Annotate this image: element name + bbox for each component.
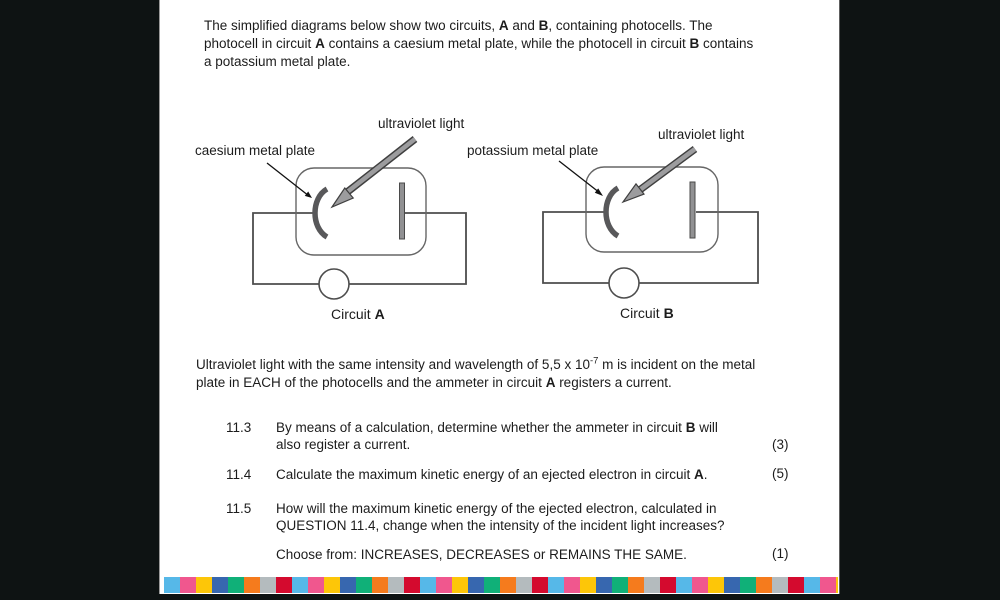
footer-color-segment <box>804 577 820 593</box>
footer-color-segment <box>244 577 260 593</box>
footer-color-segment <box>580 577 596 593</box>
footer-color-segment <box>180 577 196 593</box>
footer-color-segment <box>788 577 804 593</box>
circuit-b-uv-label: ultraviolet light <box>658 127 745 142</box>
footer-color-segment <box>436 577 452 593</box>
footer-color-segment <box>836 577 838 593</box>
footer-color-segment <box>612 577 628 593</box>
circuit-b-plate-label: potassium metal plate <box>467 143 599 158</box>
footer-color-segment <box>308 577 324 593</box>
circuit-b-ammeter <box>608 267 640 299</box>
footer-color-segment <box>292 577 308 593</box>
footer-color-segment <box>820 577 836 593</box>
footer-color-segment <box>260 577 276 593</box>
footer-color-segment <box>452 577 468 593</box>
circuit-a-label-arrow <box>266 162 312 198</box>
circuit-b-caption: Circuit B <box>620 305 674 321</box>
choose-from-line: Choose from: INCREASES, DECREASES or REM… <box>276 547 687 562</box>
question-11-4-text: Calculate the maximum kinetic energy of … <box>276 467 708 482</box>
circuit-a-drawing <box>252 136 467 300</box>
circuit-b-cathode-plate <box>603 185 620 239</box>
question-11-4-number: 11.4 <box>226 467 252 482</box>
footer-color-segment <box>756 577 772 593</box>
footer-color-segment <box>324 577 340 593</box>
footer-color-segment <box>596 577 612 593</box>
footer-color-segment <box>516 577 532 593</box>
footer-color-segment <box>468 577 484 593</box>
footer-color-segment <box>356 577 372 593</box>
footer-color-segment <box>228 577 244 593</box>
question-11-4-marks: (5) <box>772 466 789 481</box>
choose-from-marks: (1) <box>772 546 789 561</box>
circuit-b-label-arrow <box>558 160 603 196</box>
question-11-5-number: 11.5 <box>226 501 252 516</box>
circuit-b-uv-arrow <box>621 145 698 204</box>
footer-color-segment <box>628 577 644 593</box>
circuit-a-uv-arrow <box>330 136 418 209</box>
footer-color-segment <box>212 577 228 593</box>
footer-color-bar <box>164 577 838 593</box>
circuit-a-wires <box>252 212 467 285</box>
footer-color-segment <box>660 577 676 593</box>
circuit-b-anode-plate <box>689 181 696 239</box>
circuit-a-photocell-tube <box>295 167 427 256</box>
footer-color-segment <box>676 577 692 593</box>
footer-color-segment <box>644 577 660 593</box>
footer-color-segment <box>484 577 500 593</box>
uv-paragraph: Ultraviolet light with the same intensit… <box>196 355 756 390</box>
footer-color-segment <box>372 577 388 593</box>
circuit-a-plate-label: caesium metal plate <box>195 143 316 158</box>
footer-color-segment <box>724 577 740 593</box>
footer-color-segment <box>388 577 404 593</box>
question-11-3-text: By means of a calculation, determine whe… <box>276 420 718 452</box>
footer-color-segment <box>276 577 292 593</box>
circuit-b-wires <box>542 211 759 284</box>
circuit-a-anode-plate <box>399 182 405 240</box>
footer-color-segment <box>548 577 564 593</box>
question-11-3-number: 11.3 <box>226 420 252 435</box>
intro-paragraph: The simplified diagrams below show two c… <box>204 18 754 69</box>
footer-color-segment <box>196 577 212 593</box>
footer-color-segment <box>772 577 788 593</box>
circuit-a-ammeter <box>318 268 350 300</box>
document-page: The simplified diagrams below show two c… <box>159 0 840 594</box>
footer-color-segment <box>564 577 580 593</box>
footer-color-segment <box>500 577 516 593</box>
footer-color-segment <box>340 577 356 593</box>
circuit-a-cathode-plate <box>312 186 329 240</box>
footer-color-segment <box>420 577 436 593</box>
question-11-5-text: How will the maximum kinetic energy of t… <box>276 501 725 533</box>
circuit-a-caption: Circuit A <box>331 306 385 322</box>
footer-color-segment <box>708 577 724 593</box>
footer-color-segment <box>692 577 708 593</box>
footer-color-segment <box>404 577 420 593</box>
footer-color-segment <box>532 577 548 593</box>
circuit-a-uv-label: ultraviolet light <box>378 116 465 131</box>
circuit-b-photocell-tube <box>585 166 719 253</box>
circuit-b-drawing <box>542 145 759 299</box>
question-11-3-marks: (3) <box>772 437 789 452</box>
footer-color-segment <box>164 577 180 593</box>
footer-color-segment <box>740 577 756 593</box>
